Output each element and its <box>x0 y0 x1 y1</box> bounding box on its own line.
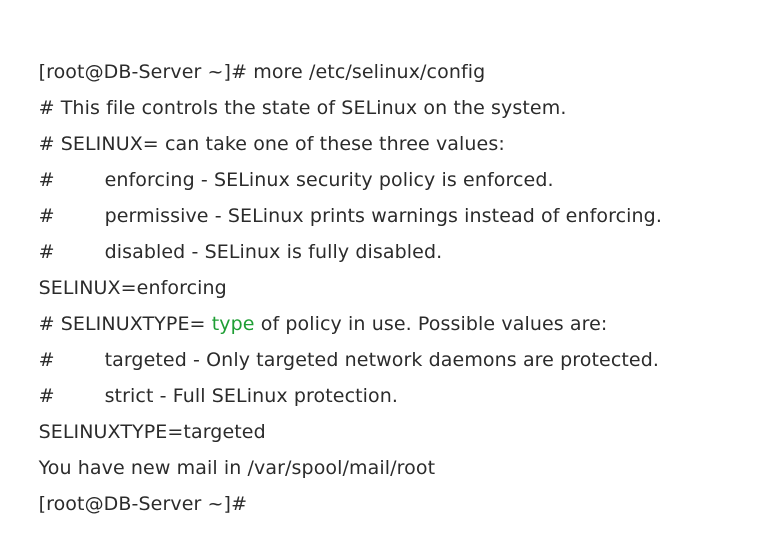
comment-hash-marker: # <box>38 205 55 227</box>
terminal-line-comment-indented: # strict - Full SELinux protection. <box>14 342 779 407</box>
terminal-line-comment: # SELINUX= can take one of these three v… <box>14 90 779 155</box>
terminal-line-comment-indented: # disabled - SELinux is fully disabled. <box>14 198 779 263</box>
terminal-line-prompt-command: [root@DB-Server ~]# more /etc/selinux/co… <box>14 18 779 83</box>
terminal-output-area[interactable]: [root@DB-Server ~]# more /etc/selinux/co… <box>0 0 779 515</box>
terminal-line-text: # This file controls the state of SELinu… <box>38 97 567 119</box>
terminal-line-comment-indented: # targeted - Only targeted network daemon… <box>14 306 779 371</box>
terminal-line-setting-selinuxtype: SELINUXTYPE=targeted <box>14 378 779 443</box>
terminal-line-prefix: # SELINUXTYPE= <box>38 313 212 335</box>
terminal-line-comment-indented: # enforcing - SELinux security policy is … <box>14 126 779 191</box>
terminal-line-text: enforcing - SELinux security policy is e… <box>104 169 554 191</box>
comment-hash-marker: # <box>38 169 55 191</box>
terminal-line-comment: # This file controls the state of SELinu… <box>14 54 779 119</box>
terminal-line-setting-selinux: SELINUX=enforcing <box>14 234 779 299</box>
comment-hash-marker: # <box>38 241 55 263</box>
comment-hash-marker: # <box>38 385 55 407</box>
terminal-line-comment-selinuxtype: # SELINUXTYPE= type of policy in use. Po… <box>14 270 779 335</box>
terminal-line-text: # SELINUX= can take one of these three v… <box>38 133 505 155</box>
comment-hash-marker: # <box>38 349 55 371</box>
highlighted-token-type: type <box>211 313 255 335</box>
terminal-line-text: [root@DB-Server ~]# <box>38 493 248 515</box>
terminal-line-text: SELINUX=enforcing <box>38 277 227 299</box>
terminal-line-comment-indented: # permissive - SELinux prints warnings in… <box>14 162 779 227</box>
terminal-line-text: disabled - SELinux is fully disabled. <box>104 241 443 263</box>
terminal-line-suffix: of policy in use. Possible values are: <box>254 313 608 335</box>
terminal-line-text: You have new mail in /var/spool/mail/roo… <box>38 457 436 479</box>
terminal-line-text: [root@DB-Server ~]# more /etc/selinux/co… <box>38 61 486 83</box>
terminal-line-text: permissive - SELinux prints warnings ins… <box>104 205 662 227</box>
terminal-line-text: SELINUXTYPE=targeted <box>38 421 266 443</box>
terminal-line-mail-notice: You have new mail in /var/spool/mail/roo… <box>14 414 779 479</box>
terminal-line-text: targeted - Only targeted network daemons… <box>104 349 660 371</box>
terminal-line-text: strict - Full SELinux protection. <box>104 385 399 407</box>
